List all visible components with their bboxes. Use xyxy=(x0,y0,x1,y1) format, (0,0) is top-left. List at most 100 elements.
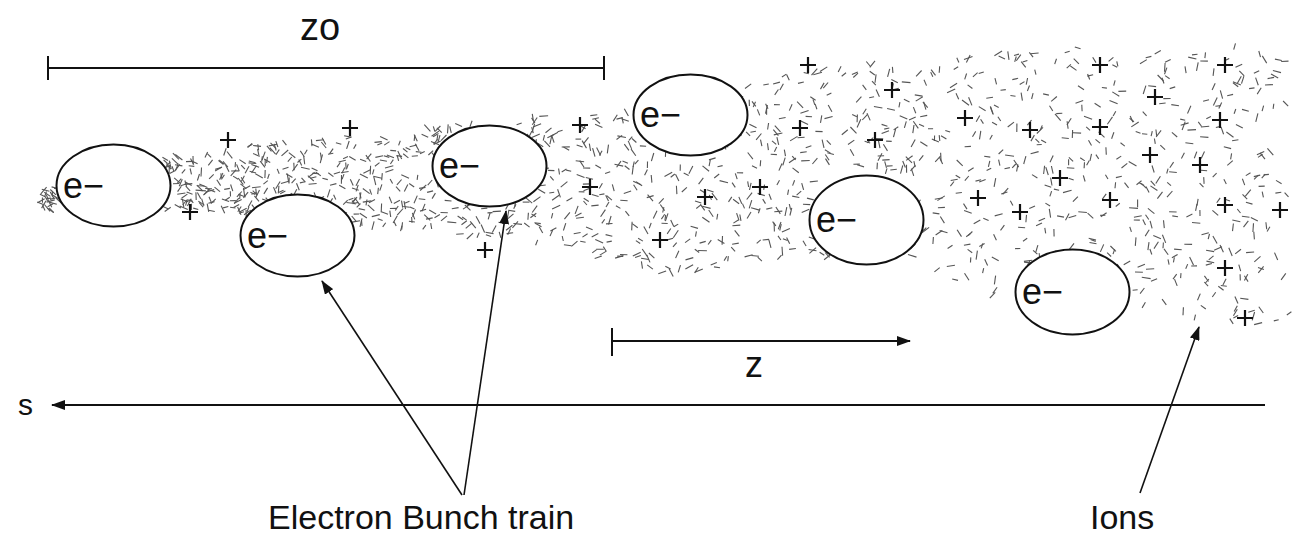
ion-dash xyxy=(980,131,981,140)
ion-dash xyxy=(1110,246,1116,251)
ion-dash xyxy=(1194,315,1195,321)
ion-dash xyxy=(885,161,887,168)
ion-dash xyxy=(947,89,955,93)
ion-dash xyxy=(1031,135,1035,141)
ion-dash xyxy=(1017,164,1018,171)
ion-dash xyxy=(1072,130,1073,138)
ion-dash xyxy=(825,117,833,119)
ion-dash xyxy=(1143,220,1146,226)
ion-dash xyxy=(534,222,540,224)
ion-dash xyxy=(850,127,856,133)
ion-dash xyxy=(1203,177,1205,184)
ion-dash xyxy=(1151,181,1155,186)
plus-charge xyxy=(1147,89,1163,105)
ion-dash xyxy=(1051,97,1057,102)
plus-charge xyxy=(970,190,986,206)
ion-dash xyxy=(938,207,945,208)
ion-dash xyxy=(1152,166,1154,173)
ion-dash xyxy=(282,150,289,156)
ion-dash xyxy=(1005,168,1010,169)
ion-dash xyxy=(1185,142,1193,144)
ion-dash xyxy=(217,180,221,186)
ion-dash xyxy=(990,135,993,140)
ion-dash xyxy=(973,131,976,136)
ion-dash xyxy=(597,148,601,156)
ion-dash xyxy=(962,100,969,105)
ion-dash xyxy=(1107,117,1112,124)
ion-dash xyxy=(599,183,602,188)
ion-dash xyxy=(238,194,245,197)
ion-dash xyxy=(1056,113,1062,114)
ion-dash xyxy=(182,194,188,198)
ion-dash xyxy=(580,241,585,242)
ion-dash xyxy=(1029,206,1035,209)
ion-dash xyxy=(1125,183,1129,188)
ion-dash xyxy=(685,239,690,243)
ion-dash xyxy=(564,245,572,246)
ion-dash xyxy=(462,221,467,225)
ion-dash xyxy=(205,152,208,157)
ion-dash xyxy=(968,249,973,252)
ion-dash xyxy=(499,232,501,238)
ion-dash xyxy=(1188,57,1196,59)
ion-dash xyxy=(250,192,255,194)
ion-dash xyxy=(1163,220,1165,228)
ion-dash xyxy=(252,166,257,173)
ion-dash xyxy=(965,146,971,148)
ion-dash xyxy=(745,84,751,89)
ion-dash xyxy=(403,149,408,153)
ion-dash xyxy=(994,276,995,285)
ion-dash xyxy=(749,124,756,128)
ion-dash xyxy=(1062,137,1069,139)
ion-dash xyxy=(205,188,212,189)
ion-dash xyxy=(957,160,963,166)
ion-dash xyxy=(620,254,627,255)
ion-dash xyxy=(644,227,648,235)
ion-dash xyxy=(276,141,278,147)
ion-dash xyxy=(456,233,464,234)
ion-dash xyxy=(1200,136,1208,138)
ion-dash xyxy=(842,130,848,135)
ion-dash xyxy=(1146,268,1154,270)
ion-dash xyxy=(1024,260,1032,261)
ion-dash xyxy=(304,156,305,164)
ion-dash xyxy=(1234,306,1237,312)
ion-dash xyxy=(592,195,599,197)
ion-dash xyxy=(1262,192,1263,198)
ion-dash xyxy=(466,223,472,228)
ion-dash xyxy=(718,166,723,167)
ion-dash xyxy=(950,182,954,187)
ion-dash xyxy=(248,144,253,147)
ion-dash xyxy=(1182,307,1184,315)
ion-dash xyxy=(752,101,756,106)
ion-dash xyxy=(686,258,694,260)
ion-dash xyxy=(566,170,571,171)
ion-dash xyxy=(1005,155,1014,156)
ion-dash xyxy=(867,113,870,120)
ion-dash xyxy=(789,204,790,210)
ion-dash xyxy=(186,182,192,185)
ion-dash xyxy=(363,170,370,173)
annotation-label: Electron Bunch train xyxy=(268,500,574,534)
ion-dash xyxy=(301,167,310,169)
ion-dash xyxy=(995,214,1003,216)
ion-dash xyxy=(445,200,452,202)
ion-dash xyxy=(375,156,383,158)
ion-dash xyxy=(424,215,430,221)
ion-dash xyxy=(1259,186,1265,187)
ion-dash xyxy=(684,173,689,176)
ion-dash xyxy=(1181,153,1184,159)
ion-dash xyxy=(1036,245,1038,252)
ion-dash xyxy=(766,208,772,209)
ion-dash xyxy=(863,85,867,90)
ion-dash xyxy=(260,161,265,167)
ion-dash xyxy=(735,230,740,236)
ion-dash xyxy=(1109,57,1114,61)
ion-dash xyxy=(800,121,808,125)
ion-dash xyxy=(1039,218,1045,221)
ion-dash xyxy=(1259,307,1264,313)
ion-dash xyxy=(1088,74,1090,80)
ion-dash xyxy=(991,107,994,115)
ion-dash xyxy=(920,142,927,147)
ion-dash xyxy=(309,183,317,185)
